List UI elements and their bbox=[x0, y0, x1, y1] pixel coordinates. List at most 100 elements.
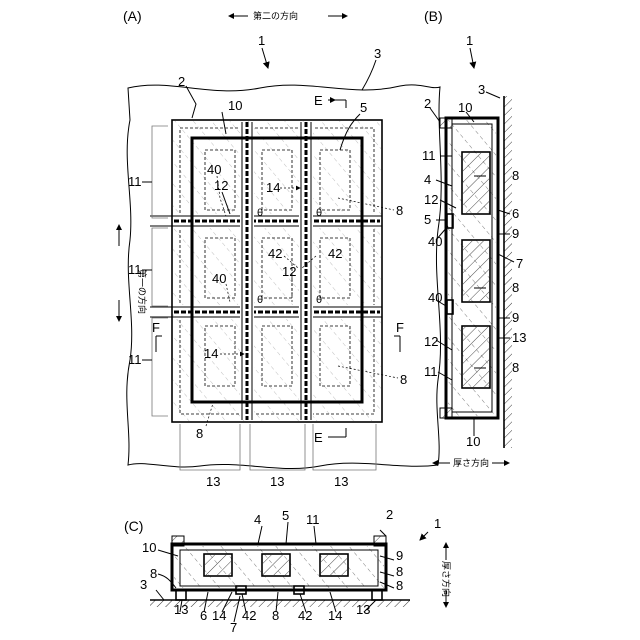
second-direction-indicator: 第二の方向 bbox=[228, 10, 348, 22]
label-c-14-right: 14 bbox=[328, 608, 342, 623]
label-a-12-mid: 12 bbox=[282, 264, 296, 279]
label-a-11-top: 11 bbox=[128, 174, 142, 189]
svg-text:F: F bbox=[152, 320, 160, 335]
theta-2: θ bbox=[316, 208, 322, 219]
label-b-4: 4 bbox=[424, 172, 431, 187]
label-b-5: 5 bbox=[424, 212, 431, 227]
label-c-5: 5 bbox=[282, 508, 289, 523]
theta-1: θ bbox=[257, 208, 263, 219]
label-b-8-1: 8 bbox=[512, 168, 519, 183]
panel-c: (C) bbox=[124, 507, 452, 635]
label-c-6: 6 bbox=[200, 608, 207, 623]
label-c-13-right: 13 bbox=[356, 602, 370, 617]
label-a-14-top: 14 bbox=[266, 180, 280, 195]
label-b-11-top: 11 bbox=[422, 148, 436, 163]
wall-hatch bbox=[504, 96, 512, 448]
flange-right bbox=[374, 536, 386, 546]
label-c-10: 10 bbox=[142, 540, 156, 555]
label-c-42-left: 42 bbox=[242, 608, 256, 623]
label-b-12-top: 12 bbox=[424, 192, 438, 207]
svg-text:F: F bbox=[396, 320, 404, 335]
section-marker-f-right: F bbox=[394, 320, 404, 352]
panel-b: (B) bbox=[422, 8, 526, 469]
label-b-11-bot: 11 bbox=[424, 364, 438, 379]
thickness-label-b: 厚さ方向 bbox=[453, 457, 489, 469]
label-c-1: 1 bbox=[434, 516, 441, 531]
module-c-hatch bbox=[263, 555, 289, 575]
label-a-8-top: 8 bbox=[396, 203, 403, 218]
label-c-9: 9 bbox=[396, 548, 403, 563]
module-hatch bbox=[463, 327, 489, 387]
label-a-1: 1 bbox=[258, 33, 265, 48]
horizontal-joint-lower bbox=[150, 305, 382, 319]
label-c-8-right-a: 8 bbox=[396, 564, 403, 579]
flange-top bbox=[440, 118, 452, 128]
label-c-14-left: 14 bbox=[212, 608, 226, 623]
thickness-direction-b: 厚さ方向 bbox=[432, 457, 510, 469]
label-b-10-top: 10 bbox=[458, 100, 472, 115]
section-marker-f-left: F bbox=[152, 320, 162, 352]
label-b-12-bot: 12 bbox=[424, 334, 438, 349]
label-c-11: 11 bbox=[306, 512, 320, 527]
panel-a: (A) 第二の方向 第一の方向 bbox=[116, 8, 441, 489]
label-a-40-top: 40 bbox=[207, 162, 221, 177]
flange-left bbox=[172, 536, 184, 546]
label-a-40-mid: 40 bbox=[212, 271, 226, 286]
left-brackets bbox=[152, 126, 168, 416]
vertical-joint-right bbox=[299, 122, 313, 420]
section-marker-e-bottom: E bbox=[314, 428, 346, 445]
label-b-7: 7 bbox=[516, 256, 523, 271]
vertical-joint-left bbox=[240, 122, 254, 420]
panel-label-a: (A) bbox=[123, 8, 142, 24]
panel-label-b: (B) bbox=[424, 8, 443, 24]
label-c-7: 7 bbox=[230, 620, 237, 635]
module-hatch bbox=[463, 153, 489, 213]
label-b-1: 1 bbox=[466, 33, 473, 48]
module-hatch bbox=[463, 241, 489, 301]
label-a-11-bot: 11 bbox=[128, 352, 142, 367]
label-a-2: 2 bbox=[178, 74, 185, 89]
label-a-8-bottom: 8 bbox=[196, 426, 203, 441]
second-direction-label: 第二の方向 bbox=[253, 10, 298, 22]
label-a-42-right: 42 bbox=[328, 246, 342, 261]
label-b-8-3: 8 bbox=[512, 360, 519, 375]
label-b-9-bot: 9 bbox=[512, 310, 519, 325]
label-c-3: 3 bbox=[140, 577, 147, 592]
label-b-9-top: 9 bbox=[512, 226, 519, 241]
label-b-2: 2 bbox=[424, 96, 431, 111]
label-b-8-2: 8 bbox=[512, 280, 519, 295]
thickness-label-c: 厚さ方向 bbox=[440, 561, 452, 597]
flange-bottom bbox=[440, 408, 452, 418]
label-a-11-mid: 11 bbox=[128, 262, 142, 277]
label-c-4: 4 bbox=[254, 512, 261, 527]
label-c-42-right: 42 bbox=[298, 608, 312, 623]
label-b-10-bot: 10 bbox=[466, 434, 480, 449]
label-a-3: 3 bbox=[374, 46, 381, 61]
label-c-8-left: 8 bbox=[150, 566, 157, 581]
label-a-8-right: 8 bbox=[400, 372, 407, 387]
theta-3: θ bbox=[257, 295, 263, 306]
label-a-10: 10 bbox=[228, 98, 242, 113]
label-a-12-top: 12 bbox=[214, 178, 228, 193]
svg-text:E: E bbox=[314, 93, 323, 108]
horizontal-joint-upper bbox=[150, 214, 382, 228]
label-b-13: 13 bbox=[512, 330, 526, 345]
theta-4: θ bbox=[316, 295, 322, 306]
label-a-13-2: 13 bbox=[270, 474, 284, 489]
module-c-hatch bbox=[205, 555, 231, 575]
label-a-5: 5 bbox=[360, 100, 367, 115]
label-b-6: 6 bbox=[512, 206, 519, 221]
label-b-40-bot: 40 bbox=[428, 290, 442, 305]
label-b-40-top: 40 bbox=[428, 234, 442, 249]
svg-text:E: E bbox=[314, 430, 323, 445]
label-c-8-bottom: 8 bbox=[272, 608, 279, 623]
label-a-42-left: 42 bbox=[268, 246, 282, 261]
panel-label-c: (C) bbox=[124, 518, 143, 534]
module-c-hatch bbox=[321, 555, 347, 575]
label-c-2: 2 bbox=[386, 507, 393, 522]
section-marker-e-top: E bbox=[314, 93, 346, 108]
label-a-14-bot: 14 bbox=[204, 346, 218, 361]
label-a-13-3: 13 bbox=[334, 474, 348, 489]
label-c-13-left: 13 bbox=[174, 602, 188, 617]
